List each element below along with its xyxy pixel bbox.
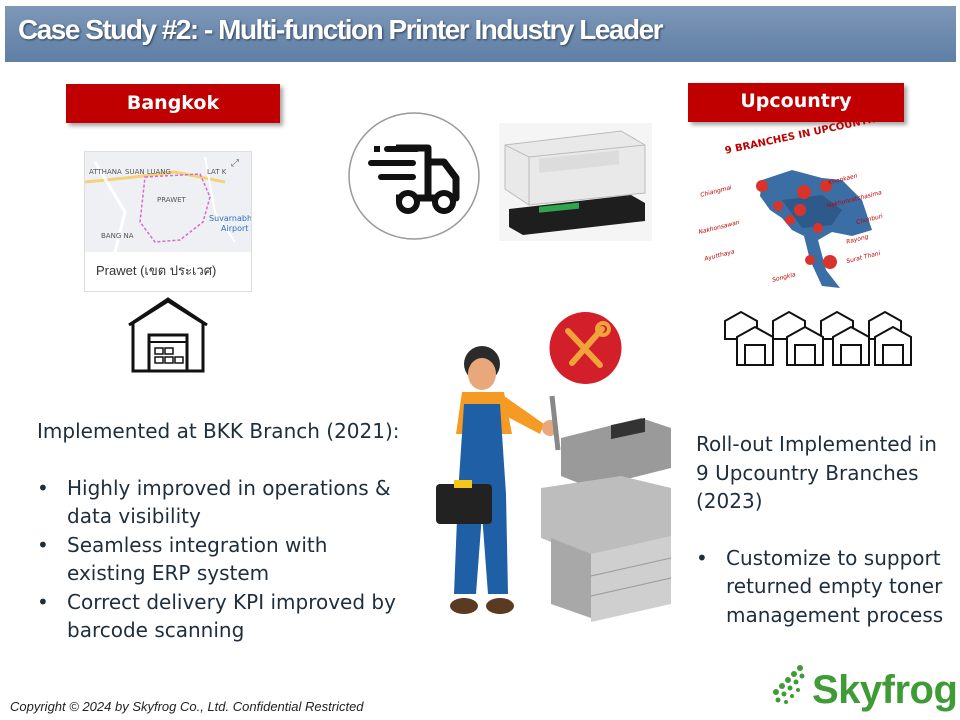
map-label-bang-na: BANG NA — [101, 232, 134, 240]
title-bar — [5, 6, 956, 62]
bangkok-bullet: Highly improved in operations & data vis… — [37, 474, 407, 531]
bangkok-bullet-list: Highly improved in operations & data vis… — [37, 474, 407, 645]
map-label-atthana: ATTHANA — [89, 168, 122, 176]
map-caption: Prawet (เขต ประเวศ) — [96, 263, 217, 278]
bangkok-bullet: Correct delivery KPI improved by barcode… — [37, 588, 407, 645]
upcountry-heading-line: 9 Upcountry Branches — [696, 460, 919, 485]
bangkok-label: Bangkok — [66, 84, 280, 123]
repair-tools-icon — [548, 311, 623, 385]
page-title: Case Study #2: - Multi-function Printer … — [18, 14, 664, 45]
upcountry-description: Roll-out Implemented in 9 Upcountry Bran… — [696, 430, 958, 629]
technician-illustration — [432, 344, 572, 628]
bangkok-heading: Implemented at BKK Branch (2021): — [37, 419, 400, 443]
map-label-lat-k: LAT K — [207, 168, 227, 176]
expand-icon: ⤢ — [231, 158, 239, 169]
bangkok-map: ATTHANA SUAN LUANG LAT K PRAWET Suvarnab… — [84, 151, 252, 292]
skyfrog-logo-text: Skyfrog — [812, 668, 958, 712]
upcountry-bullet: Customize to support returned empty tone… — [696, 544, 958, 630]
upcountry-label: Upcountry — [688, 83, 904, 122]
warehouse-icon — [125, 293, 211, 377]
upcountry-map: 9 BRANCHES IN UPCOUNTRY Chiangmai Khonka… — [698, 113, 900, 292]
upcountry-warehouses — [721, 307, 915, 367]
upcountry-heading-line: (2023) — [696, 489, 763, 513]
copier-illustration — [541, 417, 673, 624]
upcountry-bullet-list: Customize to support returned empty tone… — [696, 544, 958, 630]
delivery-truck-icon — [348, 112, 480, 240]
bangkok-description: Implemented at BKK Branch (2021): Highly… — [37, 417, 407, 645]
toner-cartridge-image — [499, 123, 652, 241]
upcountry-heading-line: Roll-out Implemented in — [696, 432, 937, 456]
skyfrog-logo-mark — [770, 662, 810, 708]
map-label-airport: Airport — [221, 224, 249, 233]
copyright-footer: Copyright © 2024 by Skyfrog Co., Ltd. Co… — [10, 699, 364, 714]
map-label-suvarnabhumi: Suvarnabhumi — [209, 214, 252, 223]
map-label-suan-luang: SUAN LUANG — [125, 168, 171, 176]
bangkok-bullet: Seamless integration with existing ERP s… — [37, 531, 407, 588]
map-label-prawet: PRAWET — [157, 196, 186, 204]
